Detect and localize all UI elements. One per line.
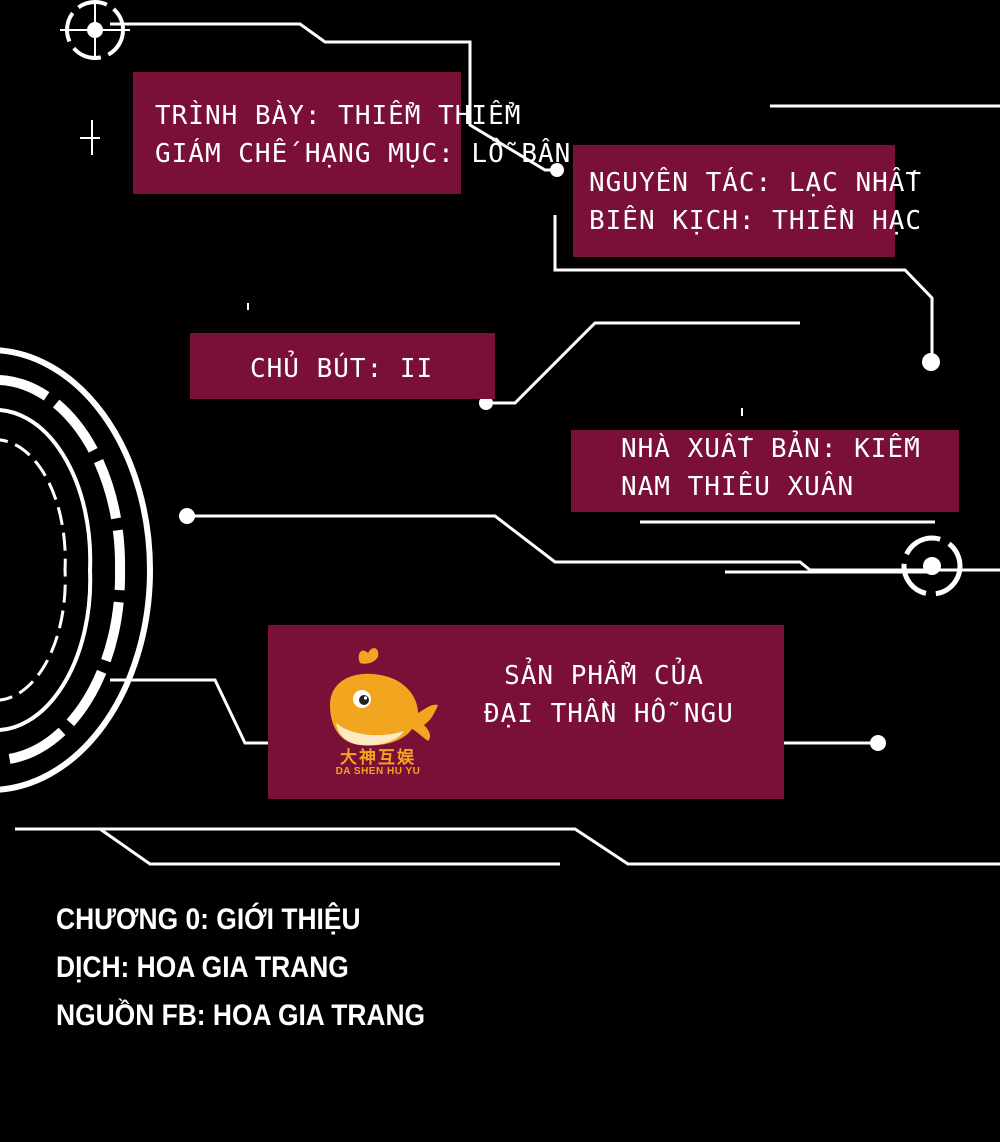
logo-chinese-text: 大神互娱: [340, 748, 416, 768]
presenter-credit: TRÌNH BÀY: THIỂM THIỂM: [155, 101, 522, 131]
product-line-1: SẢN PHẨM CỦA: [504, 661, 704, 691]
publisher-line-1: NHÀ XUẤT BẢN: KIẾM: [621, 434, 921, 464]
main-artist-credit: CHỦ BÚT: II: [250, 354, 434, 384]
chapter-title: CHƯƠNG 0: GIỚI THIỆU: [56, 903, 361, 936]
translator-credit: DỊCH: HOA GIA TRANG: [56, 951, 349, 984]
logo-english-text: DA SHEN HU YU: [335, 766, 421, 777]
product-line-2: ĐẠI THẦN HỖ NGU: [484, 699, 734, 729]
source-credit: NGUỒN FB: HOA GIA TRANG: [56, 999, 426, 1032]
supervisor-credit: GIÁM CHẾ HẠNG MỤC: LỖ BÂN: [155, 139, 572, 169]
publisher-line-2: NAM THIÊU XUÂN: [621, 472, 855, 502]
credits-box: TRÌNH BÀY: THIỂM THIỂM GIÁM CHẾ HẠNG MỤC…: [133, 72, 570, 194]
main-artist-box: CHỦ BÚT: II: [190, 333, 495, 399]
screenwriter-credit: BIÊN KỊCH: THIỀN HẠC: [589, 206, 923, 236]
whale-icon: [330, 648, 438, 746]
product-box: 大神互娱 DA SHEN HU YU SẢN PHẨM CỦA ĐẠI THẦN…: [268, 625, 784, 799]
publisher-box: NHÀ XUẤT BẢN: KIẾM NAM THIÊU XUÂN: [571, 430, 959, 512]
original-author-credit: NGUYÊN TÁC: LẠC NHẤT: [589, 168, 923, 198]
chapter-info: CHƯƠNG 0: GIỚI THIỆU DỊCH: HOA GIA TRANG…: [56, 896, 425, 1040]
author-box: NGUYÊN TÁC: LẠC NHẤT BIÊN KỊCH: THIỀN HẠ…: [573, 145, 921, 257]
